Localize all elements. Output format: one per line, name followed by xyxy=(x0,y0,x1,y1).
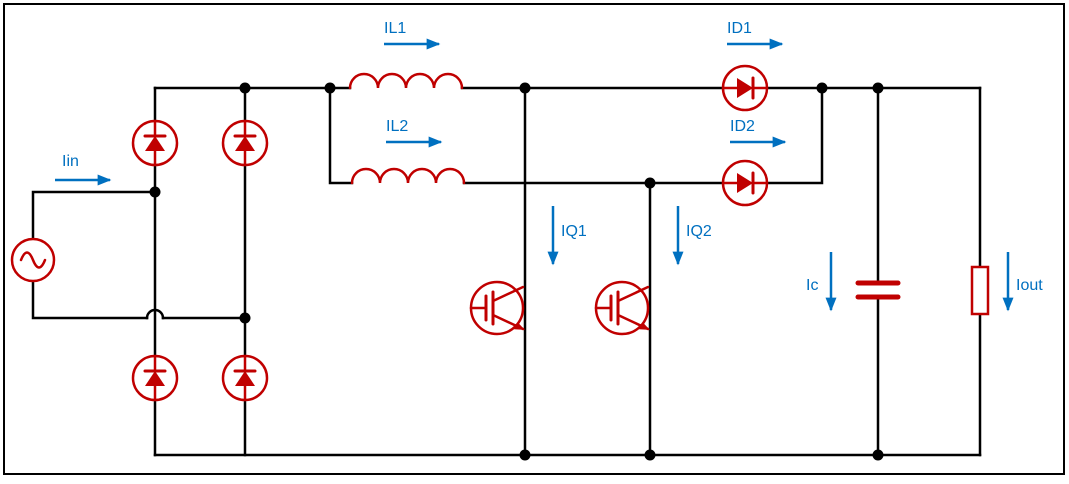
ac-top-wire xyxy=(31,190,157,241)
diode-triangle-icon xyxy=(145,136,165,151)
diode-triangle-icon xyxy=(737,78,753,98)
ac-source xyxy=(10,237,56,283)
igbt-collector-lead xyxy=(491,285,525,303)
load-resistor xyxy=(970,265,990,316)
label-id1: ID1 xyxy=(727,20,784,50)
coil-icon xyxy=(350,167,466,185)
inductor-L2 xyxy=(350,167,466,185)
label-id2: ID2 xyxy=(730,118,787,148)
junction-dot xyxy=(324,82,336,94)
bridge-diode-top-left xyxy=(131,119,179,167)
label-il1: IL1 xyxy=(384,20,441,50)
resistor-body xyxy=(970,265,990,316)
output-capacitor xyxy=(855,280,901,300)
outer-border xyxy=(3,3,1065,475)
igbt-Q1 xyxy=(469,280,525,336)
label-iin: Iin xyxy=(55,153,112,186)
junction-dot xyxy=(872,449,884,461)
label-iout: Iout xyxy=(1002,252,1043,312)
wires xyxy=(31,86,982,457)
ic-label: Ic xyxy=(806,277,818,294)
diode-triangle-icon xyxy=(235,136,255,151)
igbt-emitter-lead xyxy=(616,313,650,331)
iq1-label: IQ1 xyxy=(561,223,587,240)
igbt-emitter-lead xyxy=(491,313,525,331)
label-iq1: IQ1 xyxy=(547,206,587,266)
wire-crossover-hop xyxy=(145,308,165,320)
sine-wave-icon xyxy=(19,251,47,269)
bridge-rectifier xyxy=(131,119,269,402)
igbt-Q2 xyxy=(594,280,650,336)
current-annotations: Iin IL1 IL2 ID1 ID2 IQ1 IQ2 Ic xyxy=(55,20,1043,312)
inductor-L1 xyxy=(348,72,464,90)
bridge-diode-bottom-right xyxy=(221,354,269,402)
iout-label: Iout xyxy=(1016,277,1043,294)
iin-label: Iin xyxy=(62,153,79,170)
ac-bottom-wire xyxy=(31,279,247,320)
diode-triangle-icon xyxy=(145,371,165,386)
label-iq2: IQ2 xyxy=(672,206,712,266)
junction-dot xyxy=(644,177,656,189)
il1-label: IL1 xyxy=(384,20,406,37)
junction-dot xyxy=(149,186,161,198)
junction-dot xyxy=(644,449,656,461)
coil-icon xyxy=(348,72,464,90)
bridge-diode-bottom-left xyxy=(131,354,179,402)
il2-label: IL2 xyxy=(386,118,408,135)
id2-label: ID2 xyxy=(730,118,755,135)
iq2-label: IQ2 xyxy=(686,223,712,240)
junction-dot xyxy=(519,449,531,461)
junction-dot xyxy=(872,82,884,94)
junction-dot xyxy=(816,82,828,94)
bridge-diode-top-right xyxy=(221,119,269,167)
boost-diode-D1 xyxy=(721,64,769,112)
igbt-collector-lead xyxy=(616,285,650,303)
diode-triangle-icon xyxy=(235,371,255,386)
label-il2: IL2 xyxy=(386,118,443,148)
label-ic: Ic xyxy=(806,252,837,312)
boost-diode-D2 xyxy=(721,159,769,207)
id1-label: ID1 xyxy=(727,20,752,37)
id2-return-wire xyxy=(765,86,824,185)
junction-dot xyxy=(239,312,251,324)
junction-dot xyxy=(239,82,251,94)
il2-branch-wire xyxy=(328,86,354,185)
diode-triangle-icon xyxy=(737,173,753,193)
junction-dot xyxy=(519,82,531,94)
junction-dots xyxy=(149,82,884,461)
